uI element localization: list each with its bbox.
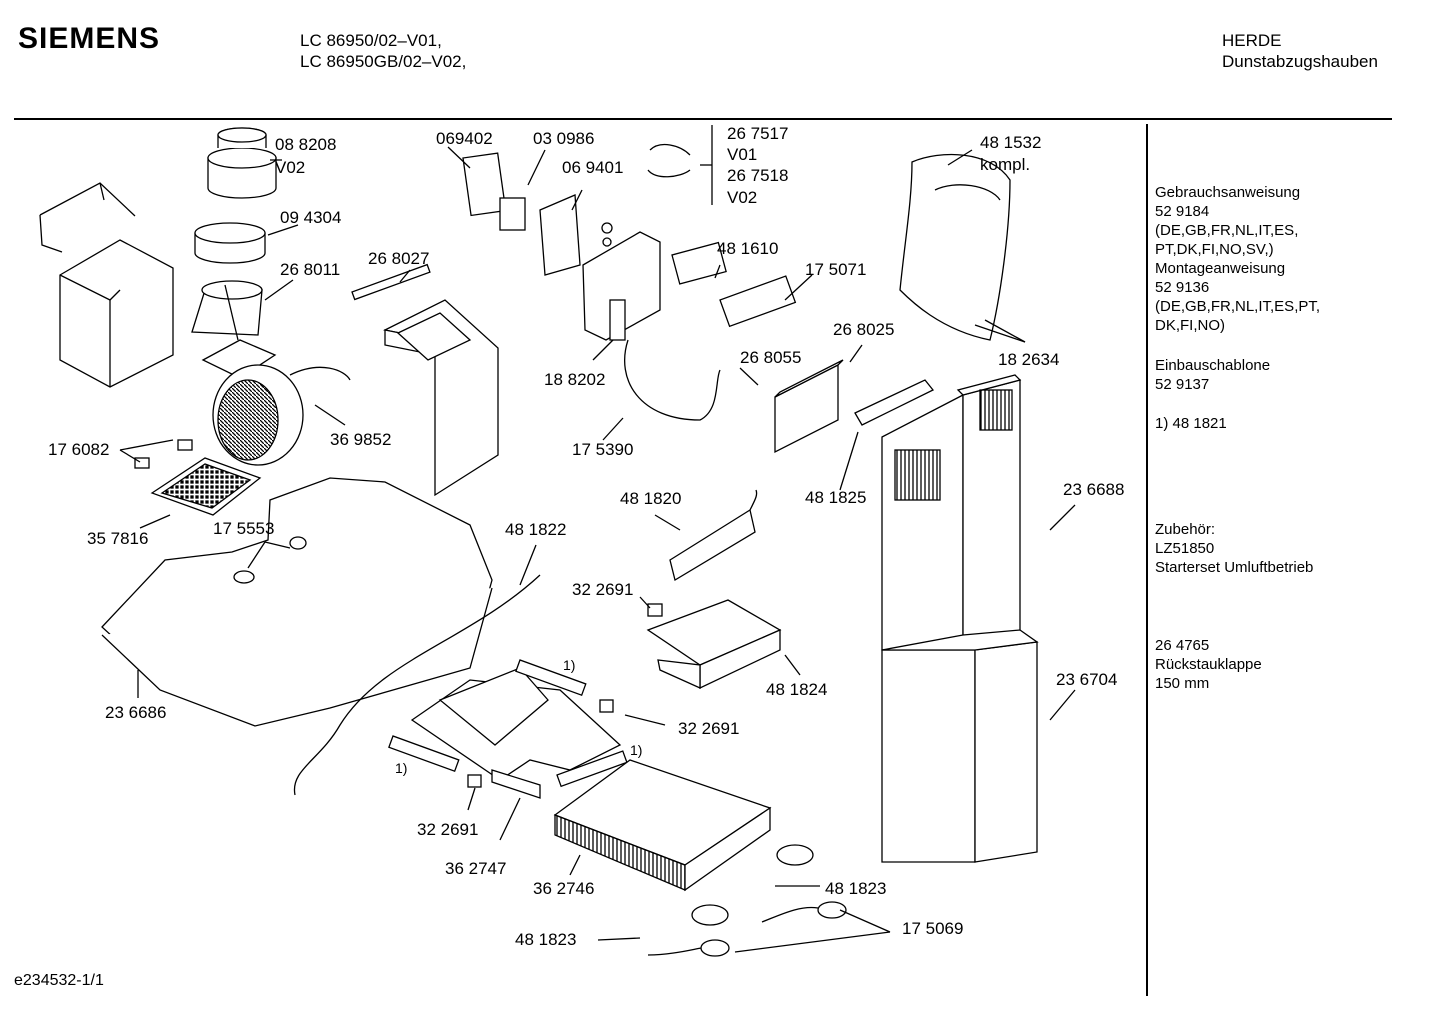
clip-part xyxy=(599,699,614,713)
part-number-322691: 32 2691 xyxy=(417,820,479,839)
back-cover-part xyxy=(59,239,174,388)
part-number-481820: 48 1820 xyxy=(620,489,682,508)
brand-logo: SIEMENS xyxy=(18,22,161,55)
clip-part xyxy=(467,774,482,788)
part-number-481825: 48 1825 xyxy=(805,488,867,507)
part-number-175390: 17 5390 xyxy=(572,440,634,459)
part-number-268025: 26 8025 xyxy=(833,320,895,339)
screw-pack-part xyxy=(899,153,1011,341)
seal-strip-part xyxy=(388,735,460,773)
wall-bracket-part xyxy=(39,182,136,253)
hood-canopy-part xyxy=(101,477,493,727)
part-number-175553: 17 5553 xyxy=(213,519,275,538)
part-number-369852: 36 9852 xyxy=(330,430,392,449)
part-number-322691: 32 2691 xyxy=(572,580,634,599)
part-number-236686: 23 6686 xyxy=(105,703,167,722)
category-line-2: Dunstabzugshauben xyxy=(1222,52,1378,71)
grease-filter-part xyxy=(150,457,262,516)
fan-motor-part xyxy=(201,339,351,466)
part-number-176082: 17 6082 xyxy=(48,440,110,459)
duct-plate-part xyxy=(383,299,499,497)
label-complete: kompl. xyxy=(980,155,1031,174)
footnote-marker: 1) xyxy=(563,657,576,673)
part-number-094304: 09 4304 xyxy=(280,208,342,227)
chimney-bracket-part xyxy=(854,379,935,426)
part-number-268011: 26 8011 xyxy=(280,260,341,279)
part-number-030986: 03 0986 xyxy=(533,129,595,148)
variant-v01: V01 xyxy=(727,145,758,164)
sidebar-note: 1) 48 1821 xyxy=(1155,415,1227,432)
part-number-175069: 17 5069 xyxy=(902,919,964,938)
part-number-267517: 26 7517 xyxy=(727,124,789,143)
duct-connector-part xyxy=(207,127,277,199)
control-bracket-part xyxy=(646,599,782,690)
flap-ring-part xyxy=(191,280,263,341)
upper-chimney-part xyxy=(881,374,1022,651)
model-line-1: LC 86950/02–V01, xyxy=(300,31,442,50)
footnote-marker: 1) xyxy=(630,742,643,758)
mains-cable xyxy=(293,574,541,796)
part-number-322691: 32 2691 xyxy=(678,719,740,738)
variant-v02: V02 xyxy=(727,188,758,207)
part-number-069401: 06 9401 xyxy=(562,158,624,177)
part-number-362747: 36 2747 xyxy=(445,859,507,878)
part-number-362746: 36 2746 xyxy=(533,879,595,898)
clip-part xyxy=(134,457,150,469)
rail-part xyxy=(491,769,541,799)
model-line-2: LC 86950GB/02–V02, xyxy=(300,52,467,71)
part-number-481823: 48 1823 xyxy=(825,879,887,898)
lamp-part xyxy=(691,904,729,926)
control-panel-part xyxy=(669,489,758,582)
part-number-188202: 18 8202 xyxy=(544,370,606,389)
part-number-069402: 069402 xyxy=(436,129,493,148)
clip-part xyxy=(177,439,193,451)
charcoal-filter-part xyxy=(774,359,844,454)
clip-part xyxy=(647,603,663,617)
part-number-182634: 18 2634 xyxy=(998,350,1060,369)
drawing-reference: e234532-1/1 xyxy=(14,972,104,989)
seal-strip-part xyxy=(556,750,628,788)
category-line-1: HERDE xyxy=(1222,31,1282,50)
part-number-357816: 35 7816 xyxy=(87,529,149,548)
part-number-268055: 26 8055 xyxy=(740,348,802,367)
seal-strip-part xyxy=(351,263,431,301)
lamp-part xyxy=(700,939,730,957)
seal-strip-part xyxy=(515,659,587,697)
lamp-cable xyxy=(761,906,819,923)
leader-lines xyxy=(119,125,1076,953)
variant-v02: V02 xyxy=(275,158,306,177)
part-number-268027: 26 8027 xyxy=(368,249,430,268)
electronics-parts xyxy=(462,143,797,421)
part-number-481532: 48 1532 xyxy=(980,133,1042,152)
part-number-267518: 26 7518 xyxy=(727,166,789,185)
sidebar-divider xyxy=(1146,124,1148,996)
duct-ring-part xyxy=(194,222,266,264)
lamp-part xyxy=(776,844,814,866)
lamp-part xyxy=(817,901,847,919)
part-number-481824: 48 1824 xyxy=(766,680,828,699)
lamp-cable xyxy=(647,947,702,956)
part-number-175071: 17 5071 xyxy=(805,260,867,279)
part-number-236704: 23 6704 xyxy=(1056,670,1118,689)
footnote-marker: 1) xyxy=(395,760,408,776)
part-number-088208: 08 8208 xyxy=(275,135,337,154)
header-divider xyxy=(14,118,1392,120)
lower-chimney-part xyxy=(881,629,1039,863)
filter-tray-part xyxy=(553,759,772,892)
part-number-236688: 23 6688 xyxy=(1063,480,1125,499)
part-number-481822: 48 1822 xyxy=(505,520,567,539)
part-number-481610: 48 1610 xyxy=(717,239,779,258)
part-number-481823: 48 1823 xyxy=(515,930,577,949)
